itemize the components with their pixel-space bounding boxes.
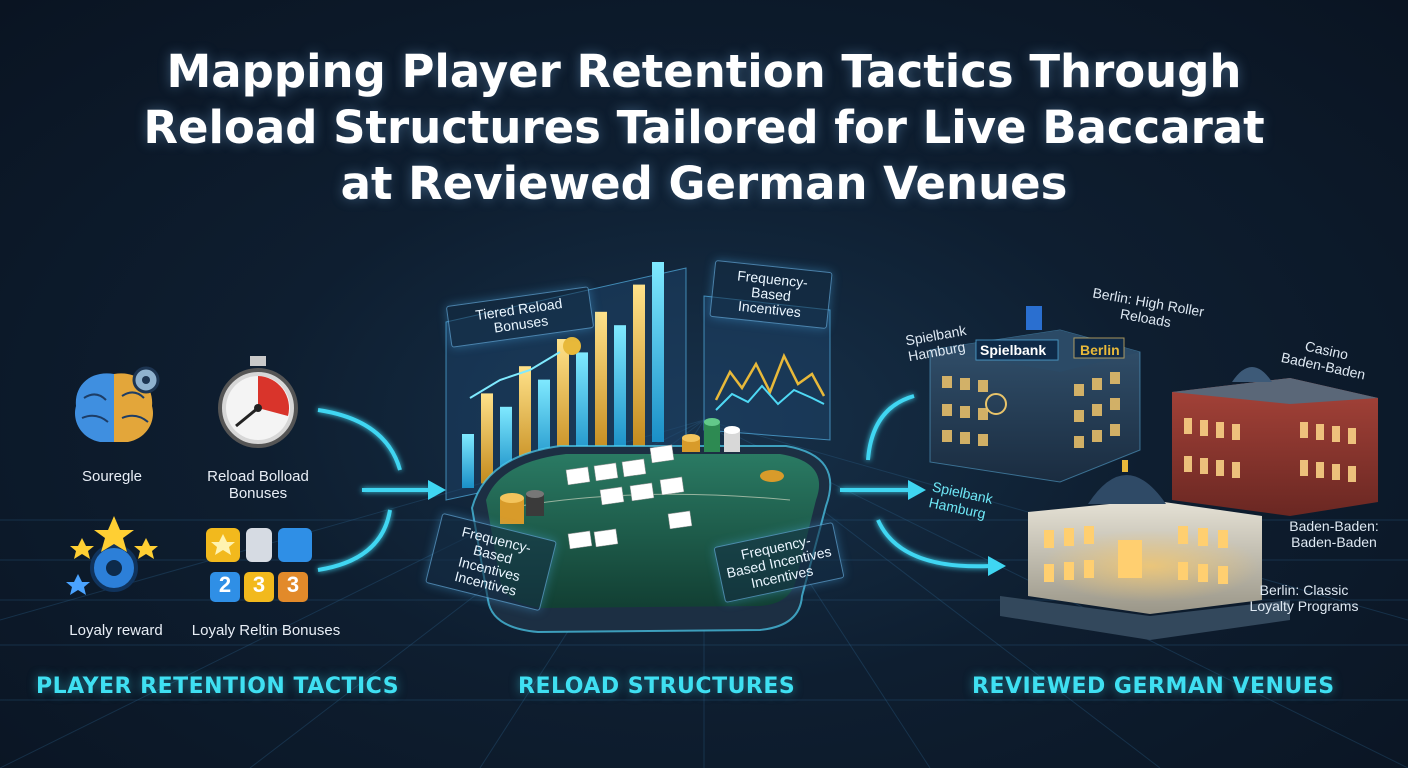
bar [595,311,607,456]
title-line: at Reviewed German Venues [340,157,1068,210]
section-reload-structures: RELOAD STRUCTURES [518,674,796,699]
title-line: Mapping Player Retention Tactics Through [166,45,1242,98]
chip-stacks [500,418,784,524]
title-line: Reload Structures Tailored for Live Bacc… [143,101,1265,154]
frequency-based-label-top: Frequency-Based Incentives [709,259,833,330]
berlin-classic-loyalty-label: Berlin: Classic Loyalty Programs [1249,582,1359,614]
bar-chart [462,262,664,488]
bar [614,325,626,452]
connector-arrows [317,394,991,572]
bar [462,434,474,488]
venue-classic-dome [1000,460,1290,640]
brain-gear-icon [75,366,160,442]
tier-number: 3 [286,572,300,597]
tier-number: 3 [252,572,266,597]
bar [538,379,550,470]
section-german-venues: REVIEWED GERMAN VENUES [972,674,1335,699]
bar [481,393,493,484]
berlin-facade-sign: Berlin [1080,342,1120,358]
window-grid [942,372,1120,448]
arrow-heads [428,480,1006,576]
tactic-label: Loyaly Reltin Bonuses [191,622,341,639]
bar [633,284,645,447]
tactic-label: Souregle [81,468,143,485]
tier-number: 2 [218,572,232,597]
tactic-label: Loyaly reward [69,622,163,639]
venue-spielbank-berlin [929,306,1141,483]
card-group [565,444,693,550]
stopwatch-icon [218,356,298,448]
stars-gear-icon [66,516,158,595]
section-player-retention: PLAYER RETENTION TACTICS [36,674,400,699]
bar [557,339,569,465]
baden-baden-label: Baden-Baden: Baden-Baden [1289,518,1379,550]
bar [519,366,531,475]
bar [576,352,588,461]
venue-casino-baden-baden [1172,367,1378,516]
spielbank-facade-sign: Spielbank [980,342,1047,358]
tier-badges-icon [206,528,312,602]
bar [652,262,664,442]
page-title: Mapping Player Retention Tactics Through… [0,44,1408,212]
tactic-label: Reload Bolload Bonuses [207,468,309,502]
